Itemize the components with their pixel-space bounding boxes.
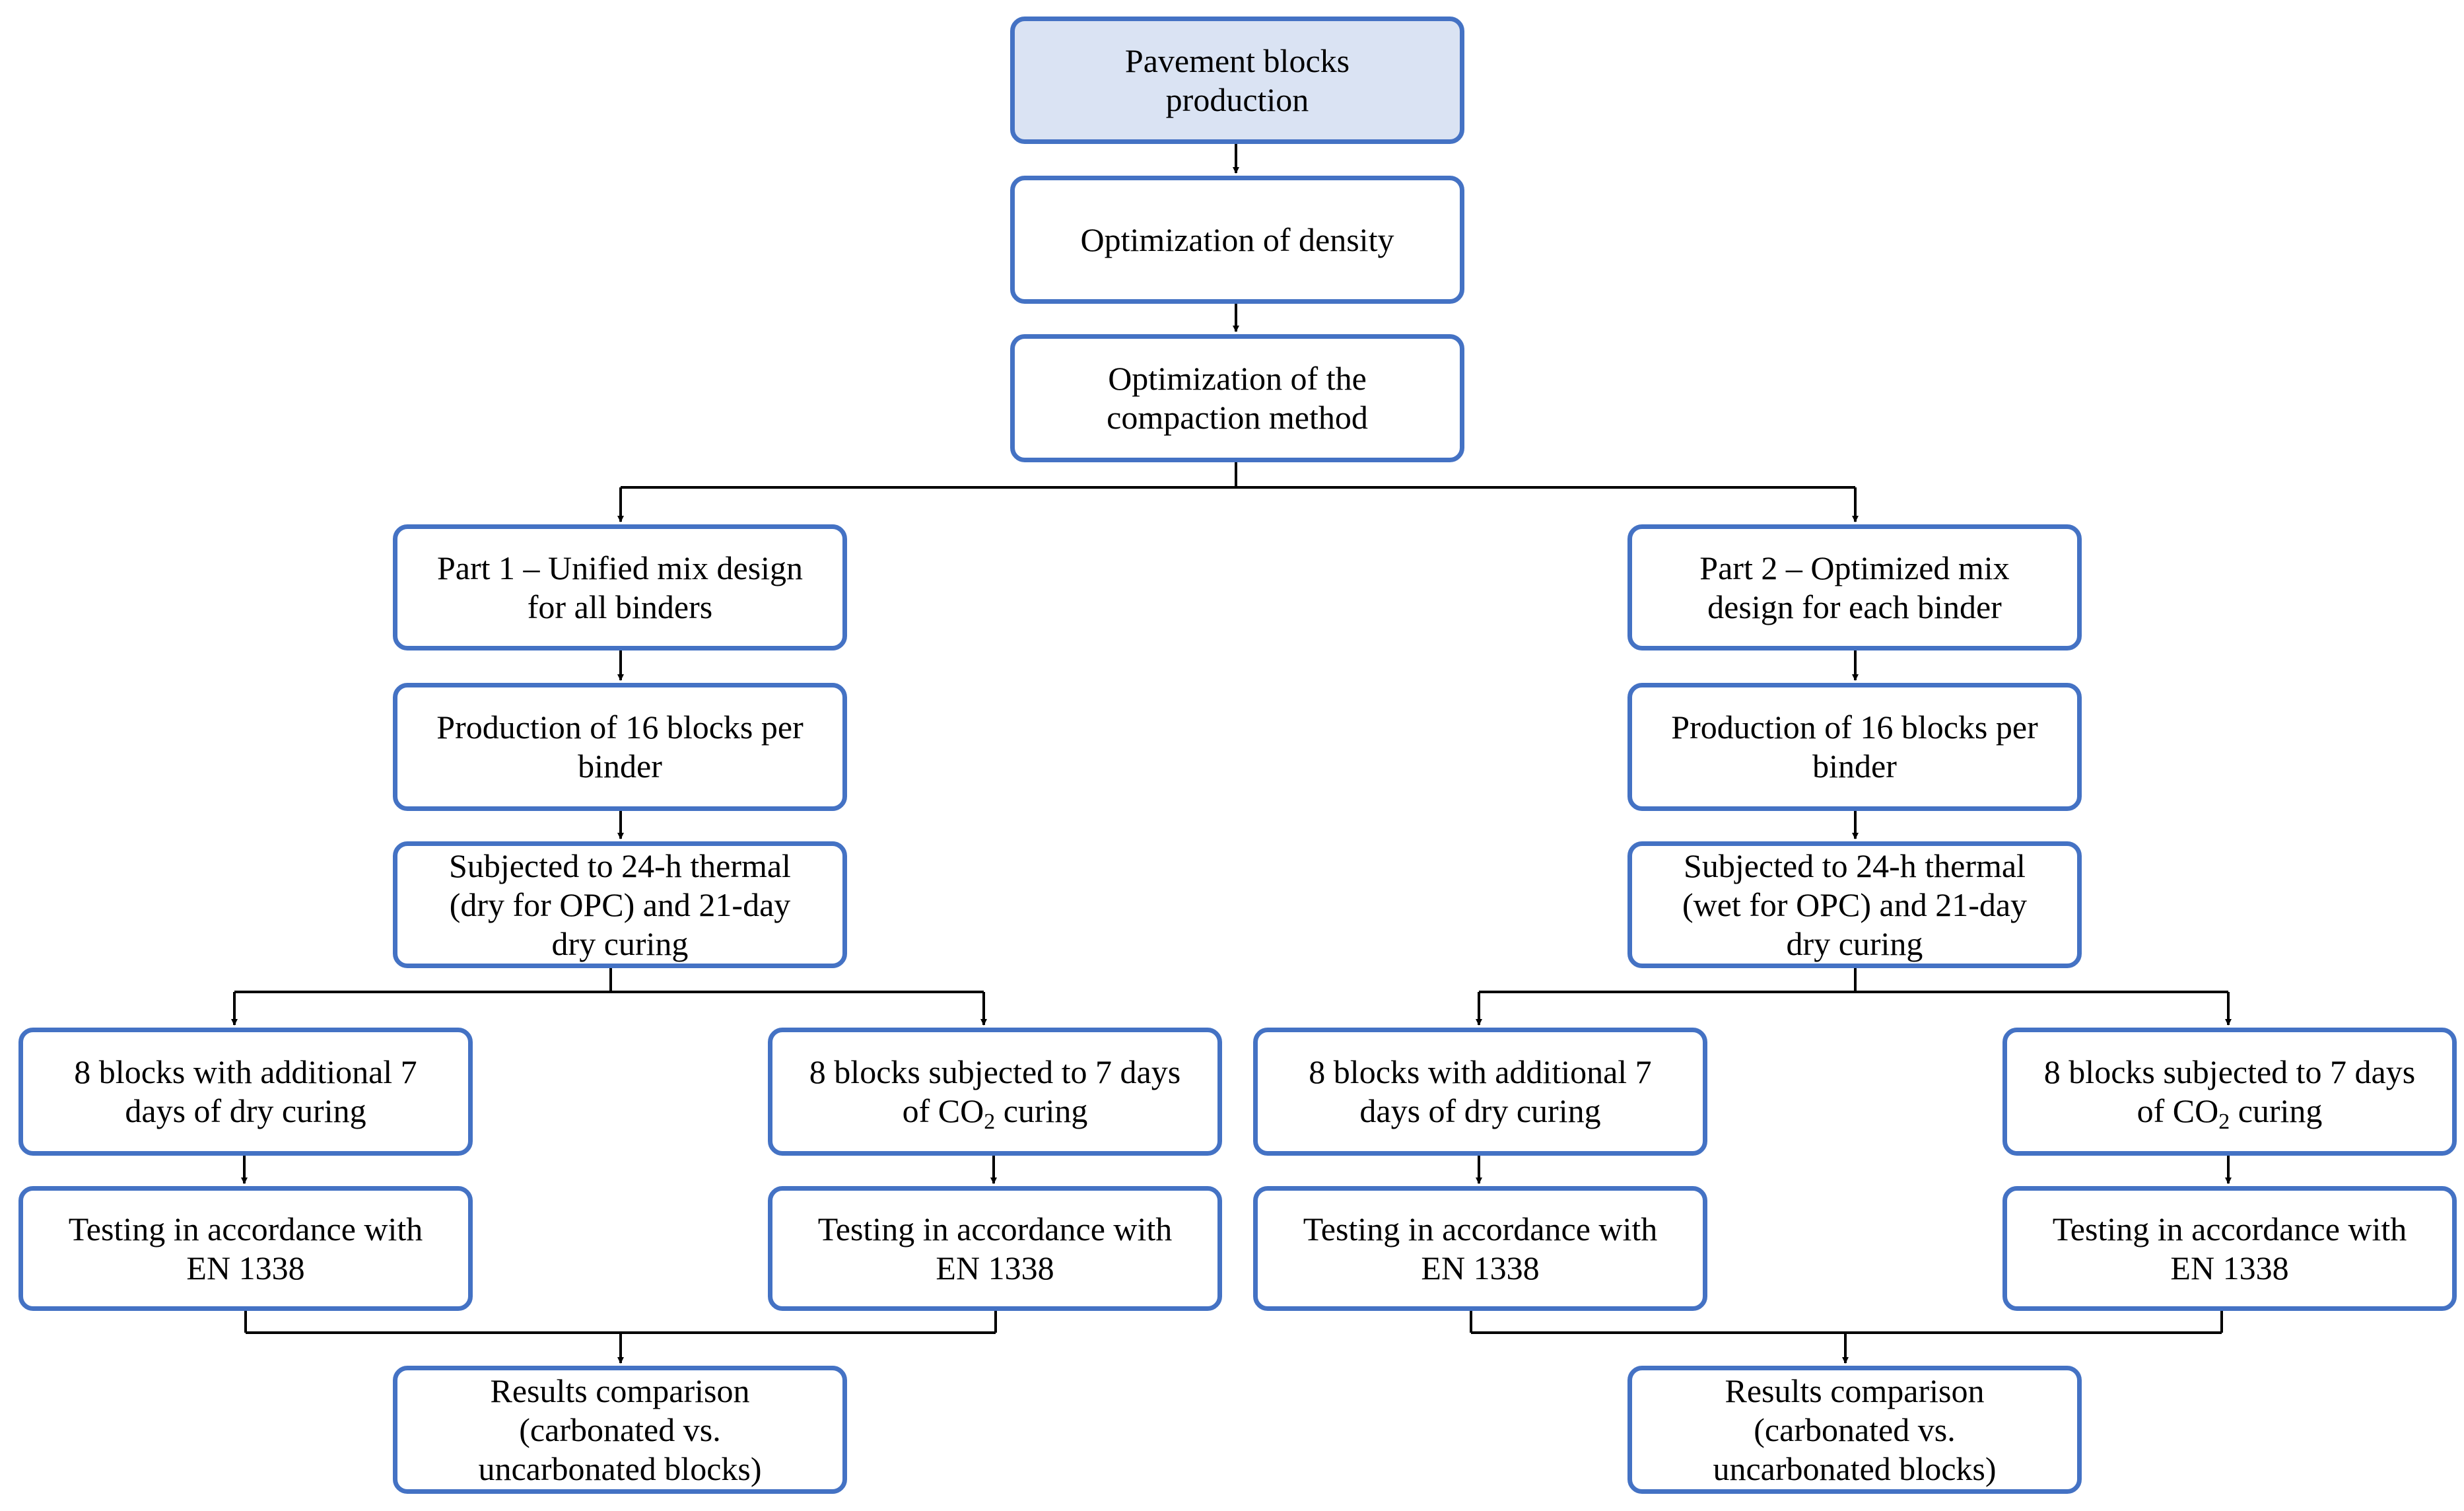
part2-dry-curing-branch-box: 8 blocks with additional 7 days of dry c… <box>1253 1028 1707 1156</box>
box-text-line: binder <box>1812 748 1897 785</box>
box-text-line: Optimization of density <box>1080 221 1394 258</box>
box-text-line: (dry for OPC) and 21-day <box>449 886 791 923</box>
box-text-line: Production of 16 blocks per <box>1671 709 2038 746</box>
optimization-of-density-box: Optimization of density <box>1010 176 1464 304</box>
box-text-line: 8 blocks with additional 7 <box>1309 1053 1652 1090</box>
part2-results-comparison-box: Results comparison (carbonated vs. uncar… <box>1627 1366 2082 1494</box>
part2-testing-dry-box: Testing in accordance with EN 1338 <box>1253 1186 1707 1311</box>
part2-production-box: Production of 16 blocks per binder <box>1627 683 2082 811</box>
box-text-line: compaction method <box>1107 399 1368 436</box>
part2-mix-design-box: Part 2 – Optimized mix design for each b… <box>1627 524 2082 650</box>
box-text-line: binder <box>578 748 662 785</box>
co2-subscript: 2 <box>2218 1109 2230 1134</box>
part1-production-box: Production of 16 blocks per binder <box>393 683 847 811</box>
box-text-line: of CO2 curing <box>2137 1092 2323 1134</box>
box-text-line: design for each binder <box>1707 588 2002 625</box>
part1-mix-design-box: Part 1 – Unified mix design for all bind… <box>393 524 847 650</box>
box-text-line: EN 1338 <box>186 1249 305 1286</box>
part1-results-comparison-box: Results comparison (carbonated vs. uncar… <box>393 1366 847 1494</box>
box-text-line: 8 blocks subjected to 7 days <box>2043 1053 2416 1090</box>
part1-testing-dry-box: Testing in accordance with EN 1338 <box>18 1186 473 1311</box>
box-text-line: 8 blocks subjected to 7 days <box>809 1053 1181 1090</box>
box-text-line: production <box>1165 81 1309 118</box>
curing-text: curing <box>995 1092 1088 1129</box>
box-text-line: (carbonated vs. <box>519 1411 721 1448</box>
box-text-line: 8 blocks with additional 7 <box>74 1053 417 1090</box>
box-text-line: days of dry curing <box>125 1092 366 1129</box>
box-text-line: Part 1 – Unified mix design <box>436 549 804 586</box>
box-text-line: days of dry curing <box>1359 1092 1601 1129</box>
box-text-line: dry curing <box>551 925 689 962</box>
part2-testing-co2-box: Testing in accordance with EN 1338 <box>2002 1186 2457 1311</box>
box-text-line: Production of 16 blocks per <box>436 709 804 746</box>
box-text-line: for all binders <box>527 588 713 625</box>
box-text-line: Subjected to 24-h thermal <box>1684 847 2026 884</box>
box-text-line: Subjected to 24-h thermal <box>449 847 791 884</box>
box-text-line: Testing in accordance with <box>817 1210 1173 1247</box>
part1-dry-curing-branch-box: 8 blocks with additional 7 days of dry c… <box>18 1028 473 1156</box>
box-text-line: EN 1338 <box>1421 1249 1540 1286</box>
co2-subscript: 2 <box>984 1109 996 1134</box>
box-text-line: Pavement blocks <box>1124 42 1350 79</box>
box-text-line: dry curing <box>1786 925 1923 962</box>
box-text-line: Testing in accordance with <box>1303 1210 1658 1247</box>
box-text-line: Part 2 – Optimized mix <box>1699 549 2010 586</box>
part1-curing-box: Subjected to 24-h thermal (dry for OPC) … <box>393 841 847 968</box>
box-text-line: of CO2 curing <box>902 1092 1088 1134</box>
box-text-line: uncarbonated blocks) <box>1713 1450 1997 1487</box>
box-text-line: Results comparison <box>490 1372 750 1409</box>
box-text-line: Results comparison <box>1725 1372 1985 1409</box>
box-text-line: (carbonated vs. <box>1754 1411 1956 1448</box>
box-text-line: Testing in accordance with <box>2052 1210 2407 1247</box>
curing-text: curing <box>2230 1092 2323 1129</box>
box-text-line: EN 1338 <box>2170 1249 2289 1286</box>
part2-co2-curing-branch-box: 8 blocks subjected to 7 days of CO2 curi… <box>2002 1028 2457 1156</box>
box-text-line: (wet for OPC) and 21-day <box>1682 886 2028 923</box>
part1-testing-co2-box: Testing in accordance with EN 1338 <box>768 1186 1222 1311</box>
co2-text: of CO <box>2137 1092 2219 1129</box>
compaction-method-box: Optimization of the compaction method <box>1010 334 1464 462</box>
box-text-line: uncarbonated blocks) <box>478 1450 762 1487</box>
box-text-line: EN 1338 <box>936 1249 1054 1286</box>
part1-co2-curing-branch-box: 8 blocks subjected to 7 days of CO2 curi… <box>768 1028 1222 1156</box>
pavement-blocks-production-box: Pavement blocks production <box>1010 17 1464 144</box>
box-text-line: Testing in accordance with <box>68 1210 423 1247</box>
co2-text: of CO <box>902 1092 984 1129</box>
part2-curing-box: Subjected to 24-h thermal (wet for OPC) … <box>1627 841 2082 968</box>
box-text-line: Optimization of the <box>1108 360 1367 397</box>
